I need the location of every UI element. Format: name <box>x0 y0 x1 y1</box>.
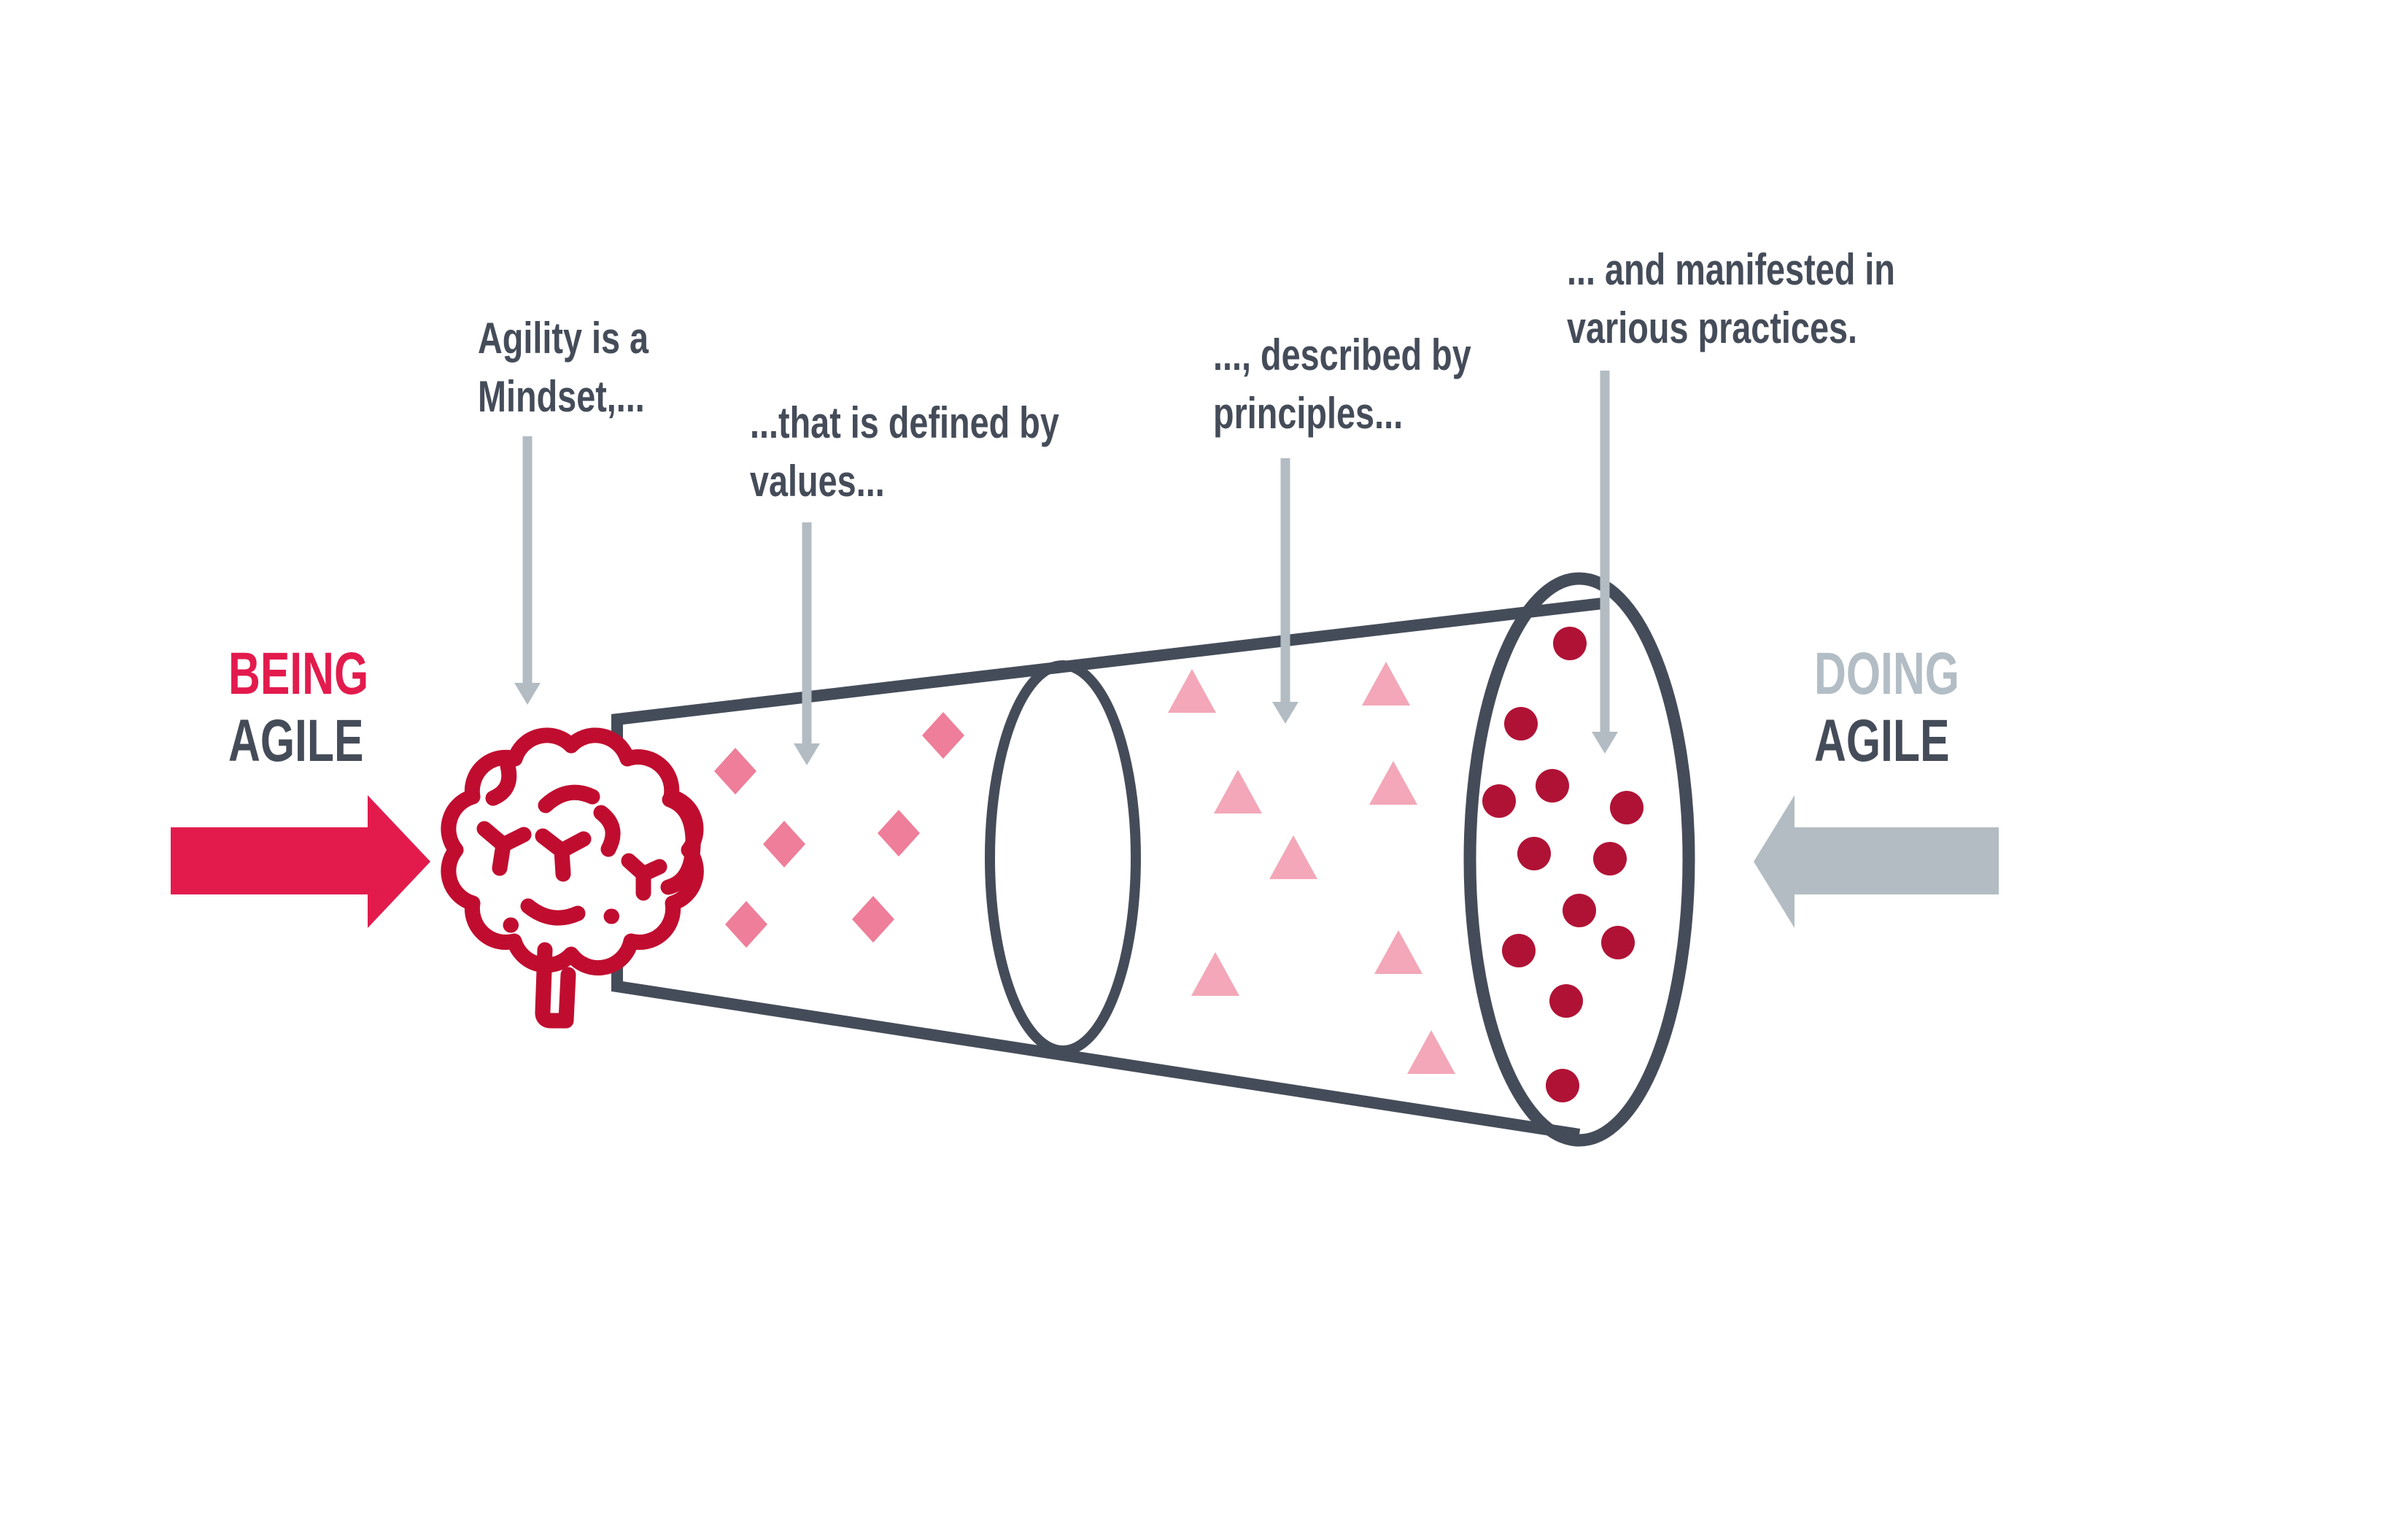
diamond-marker <box>725 901 767 948</box>
pointer-arrow-practices <box>1592 371 1618 754</box>
brain-fold <box>593 805 621 857</box>
dot-marker <box>1502 934 1536 967</box>
dot-marker <box>1546 1069 1579 1102</box>
triangle-marker <box>1369 761 1417 805</box>
annotation-principles-line1: ..., described by <box>1213 330 1471 379</box>
brain-fold <box>535 942 576 1029</box>
triangle-marker <box>1362 662 1410 705</box>
pointer-arrow-mindset <box>514 436 541 705</box>
annotation-values-line1: ...that is defined by <box>750 398 1059 447</box>
annotation-values-line2: values... <box>750 457 885 506</box>
triangle-marker <box>1407 1030 1455 1074</box>
diamond-marker <box>922 712 964 759</box>
annotation-mindset: Agility is a Mindset,... <box>478 309 649 426</box>
triangle-marker <box>1168 669 1216 713</box>
dot-marker <box>1536 769 1569 803</box>
pointer-arrowhead-icon <box>794 743 820 765</box>
annotation-practices-line2: various practices. <box>1567 303 1858 352</box>
funnel-end-ellipse <box>1463 572 1695 1147</box>
dot-marker <box>1610 791 1644 824</box>
being-agile-title: BEING AGILE <box>228 641 368 775</box>
dot-marker <box>1553 627 1587 660</box>
annotation-mindset-line2: Mindset,... <box>478 372 645 421</box>
diamond-marker <box>878 810 920 857</box>
brain-fold <box>520 898 586 926</box>
dot-marker <box>1601 926 1635 959</box>
dot-marker <box>1593 842 1627 875</box>
doing-word: DOING <box>1814 641 1959 707</box>
dot-marker <box>1482 784 1516 818</box>
triangle-marker <box>1214 770 1262 813</box>
being-word: BEING <box>228 641 369 707</box>
brain-icon <box>441 727 704 1029</box>
pointer-arrowhead-icon <box>514 683 541 705</box>
brain-fold <box>538 784 600 813</box>
annotation-practices: ... and manifested in various practices. <box>1567 241 1895 357</box>
pointer-arrow-values <box>794 522 820 765</box>
annotation-principles-line2: principles... <box>1213 389 1404 438</box>
brain-fold <box>476 821 532 876</box>
funnel-top-edge <box>611 598 1603 740</box>
annotation-principles: ..., described by principles... <box>1213 326 1471 443</box>
dot-marker <box>1504 707 1538 741</box>
annotation-values: ...that is defined by values... <box>750 394 1059 511</box>
brain-fold <box>621 853 667 901</box>
doing-agile-word: AGILE <box>1814 708 1950 774</box>
annotation-practices-line1: ... and manifested in <box>1567 245 1895 294</box>
dot-marker <box>1517 837 1551 870</box>
diamond-marker <box>852 896 894 943</box>
dot-marker <box>1563 894 1596 927</box>
brain-fold <box>485 758 517 806</box>
funnel-middle-ellipse <box>985 660 1141 1056</box>
pointer-arrow-principles <box>1272 458 1298 724</box>
annotation-mindset-line1: Agility is a <box>478 314 649 363</box>
doing-agile-arrow-icon <box>1754 795 1999 928</box>
brain-fold <box>660 792 701 895</box>
doing-agile-title: DOING AGILE <box>1814 641 1959 775</box>
pointer-arrowhead-icon <box>1592 732 1618 754</box>
diamond-marker <box>763 821 805 867</box>
triangle-marker <box>1191 952 1239 996</box>
triangle-marker <box>1269 835 1317 879</box>
brain-fold <box>535 828 592 882</box>
diamond-marker <box>714 748 756 794</box>
being-agile-arrow-icon <box>171 795 430 928</box>
being-agile-word: AGILE <box>228 708 364 774</box>
dot-marker <box>1549 984 1583 1018</box>
triangle-marker <box>1374 930 1422 974</box>
pointer-arrowhead-icon <box>1272 702 1298 724</box>
